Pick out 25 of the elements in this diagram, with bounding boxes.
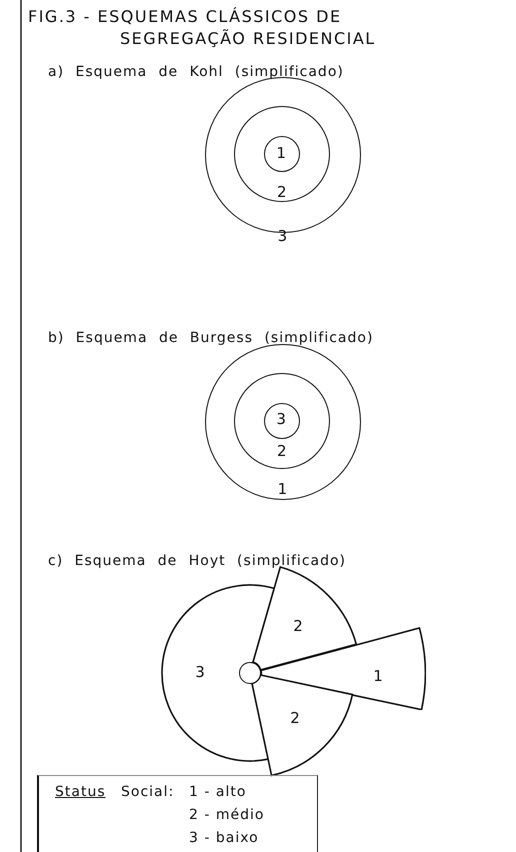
- legend-heading: Social:: [121, 784, 174, 800]
- zone-number: 3: [276, 410, 286, 428]
- figure-title: FIG.3 - ESQUEMAS CLÁSSICOS DE SEGREGAÇÃO RESIDENCIAL: [28, 6, 377, 50]
- sector-zone: [252, 566, 358, 672]
- legend-entry: 1 - alto: [189, 784, 246, 800]
- zone-number: 3: [278, 227, 288, 246]
- panel-heading: b) Esquema de Burgess (simplificado): [48, 330, 374, 346]
- zone-ring: [264, 402, 300, 439]
- zone-number: 3: [195, 663, 205, 681]
- zone-number: 2: [277, 182, 287, 201]
- zone-ring: [264, 136, 300, 172]
- zone-number: 1: [276, 144, 286, 162]
- panel-heading: c) Esquema de Hoyt (simplificado): [48, 553, 346, 569]
- zone-number: 1: [278, 480, 288, 498]
- legend-entry: 2 - médio: [189, 807, 264, 823]
- sector-zone: [161, 584, 276, 762]
- legend-box: [37, 775, 318, 852]
- zone-number: 2: [293, 616, 303, 635]
- sector-zone: [251, 674, 354, 777]
- zone-number: 1: [373, 666, 383, 685]
- legend-heading: Status: [55, 784, 106, 800]
- zone-number: 2: [290, 708, 300, 727]
- panel-heading: a) Esquema de Kohl (simplificado): [48, 64, 344, 80]
- zone-number: 2: [277, 442, 287, 460]
- legend-entry: 3 - baixo: [189, 830, 259, 846]
